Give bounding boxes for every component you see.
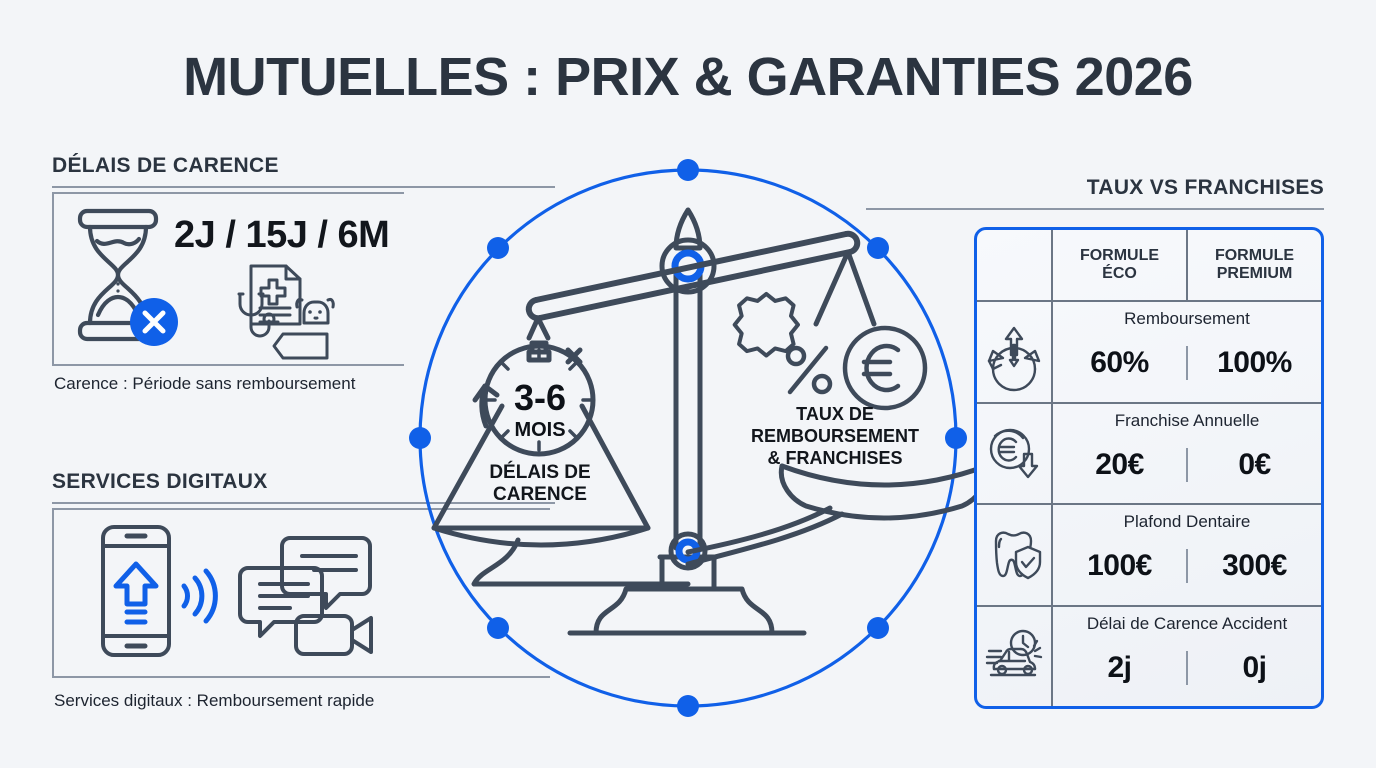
- stat-delais-value: 2J / 15J / 6M: [174, 214, 390, 256]
- refund-arrows-icon: [987, 325, 1041, 391]
- car-crash-clock-icon: [985, 629, 1043, 683]
- table-row: Plafond Dentaire 100€ 300€: [977, 505, 1321, 607]
- column-header-premium-line2: PREMIUM: [1216, 265, 1293, 282]
- table-row: Franchise Annuelle 20€ 0€: [977, 403, 1321, 505]
- row-icon-cell: [977, 505, 1053, 605]
- column-header-eco-line2: ÉCO: [1102, 265, 1137, 282]
- caption-carence: Carence : Période sans remboursement: [54, 374, 356, 393]
- x-badge-icon: [128, 296, 180, 348]
- left-pan-label-2: CARENCE: [493, 484, 587, 505]
- table-row: Délai de Carence Accident 2j 0j: [977, 606, 1321, 707]
- table-header-row: FORMULE ÉCO FORMULE PREMIUM: [977, 230, 1321, 302]
- right-pan-label-2: REMBOURSEMENT: [751, 426, 919, 446]
- caption-services: Services digitaux : Remboursement rapide: [54, 691, 375, 710]
- table-row: Remboursement 60% 100%: [977, 302, 1321, 404]
- row-content: Délai de Carence Accident 2j 0j: [1053, 607, 1321, 707]
- chat-bubbles-icon: [238, 532, 374, 658]
- column-header-premium-line1: FORMULE: [1214, 247, 1295, 265]
- wifi-waves-icon: [178, 568, 220, 624]
- row-label: Remboursement: [1124, 309, 1250, 328]
- row-label: Plafond Dentaire: [1123, 512, 1251, 531]
- euro-down-arrow-icon: [987, 426, 1041, 480]
- blue-ring-icon: [409, 159, 967, 717]
- left-pan-unit: MOIS: [514, 419, 565, 441]
- row-value-premium: 300€: [1186, 549, 1321, 584]
- section-rule-services: [52, 502, 555, 504]
- right-pan-label-1: TAUX DE: [796, 404, 874, 424]
- row-value-premium: 0j: [1186, 650, 1321, 685]
- comparison-table: FORMULE ÉCO FORMULE PREMIUM: [974, 227, 1324, 709]
- euro-circle-icon: [842, 325, 928, 411]
- section-heading-taux-vs-franchises: TAUX VS FRANCHISES: [1086, 176, 1324, 199]
- row-value-eco: 20€: [1095, 447, 1144, 481]
- row-content: Plafond Dentaire 100€ 300€: [1053, 505, 1321, 605]
- left-pan-value: 3-6: [514, 377, 566, 418]
- smartphone-upload-icon: [100, 524, 172, 658]
- balance-scale-illustration: 3-6 MOIS DÉLAIS DE CARENCE TAUX DE REMBO…: [398, 148, 990, 728]
- medical-record-pet-icon: [237, 262, 364, 360]
- row-value-premium: 100%: [1186, 346, 1321, 381]
- header-icon-spacer: [977, 230, 1053, 300]
- section-heading-services-digitaux: SERVICES DIGITAUX: [52, 470, 268, 493]
- row-value-eco: 2j: [1107, 650, 1132, 684]
- section-rule-taux: [866, 208, 1324, 210]
- section-heading-delais-de-carence: DÉLAIS DE CARENCE: [52, 154, 279, 177]
- row-label: Délai de Carence Accident: [1086, 613, 1288, 633]
- right-pan-label-3: & FRANCHISES: [767, 448, 902, 468]
- panel-delais-de-carence: [52, 192, 404, 366]
- page-title: MUTUELLES : PRIX & GARANTIES 2026: [183, 47, 1193, 107]
- column-header-eco: FORMULE ÉCO: [1053, 230, 1186, 300]
- row-icon-cell: [977, 403, 1053, 503]
- row-icon-cell: [977, 606, 1053, 706]
- tooth-shield-icon: [986, 529, 1042, 581]
- percent-badge-icon: [732, 291, 833, 395]
- row-content: Franchise Annuelle 20€ 0€: [1053, 404, 1321, 504]
- row-value-premium: 0€: [1186, 447, 1321, 482]
- row-value-eco: 100€: [1087, 549, 1152, 583]
- row-label: Franchise Annuelle: [1114, 410, 1260, 430]
- panel-services-digitaux: [52, 508, 550, 678]
- row-value-eco: 60%: [1090, 346, 1149, 380]
- column-header-eco-line1: FORMULE: [1079, 247, 1160, 265]
- row-content: Remboursement 60% 100%: [1053, 302, 1321, 402]
- video-camera-icon: [294, 614, 373, 656]
- column-header-premium: FORMULE PREMIUM: [1186, 230, 1321, 300]
- section-rule-delais: [52, 186, 555, 188]
- left-pan-label-1: DÉLAIS DE: [489, 461, 590, 483]
- row-icon-cell: [977, 302, 1053, 402]
